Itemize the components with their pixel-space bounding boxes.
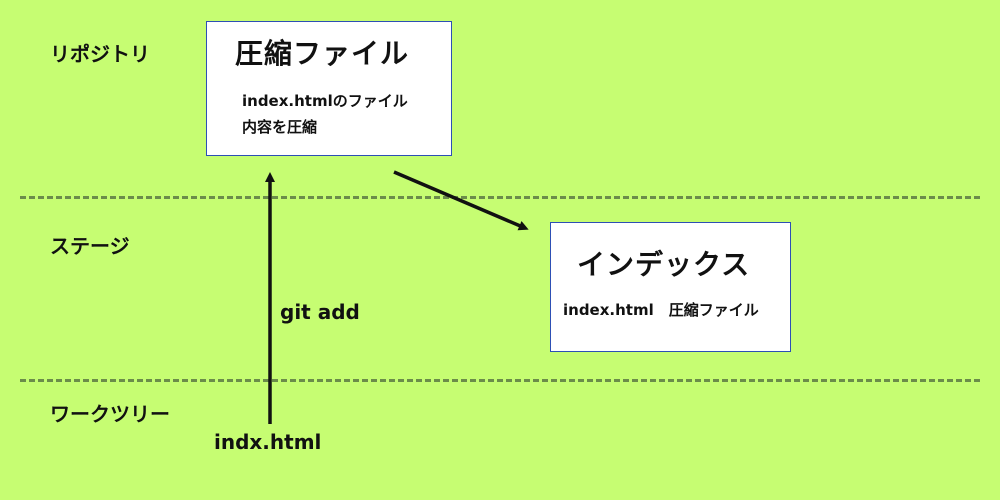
git-add-label: git add [280, 300, 360, 324]
repository-stage-divider [20, 196, 980, 199]
worktree-zone-label: ワークツリー [50, 402, 170, 426]
index-box-entry: index.html 圧縮ファイル [563, 301, 759, 319]
repository-to-index-arrow [393, 170, 529, 231]
repository-zone-label: リポジトリ [50, 42, 150, 66]
index-box: インデックス index.html 圧縮ファイル [550, 222, 791, 352]
worktree-file-label: indx.html [214, 430, 322, 454]
stage-worktree-divider [20, 379, 980, 382]
stage-zone-label: ステージ [50, 234, 130, 258]
repository-box-line-1: index.htmlのファイル [242, 92, 408, 110]
repository-box-line-2: 内容を圧縮 [242, 118, 318, 136]
repository-box-title: 圧縮ファイル [235, 37, 410, 70]
index-box-title: インデックス [577, 248, 751, 281]
repository-box: 圧縮ファイル index.htmlのファイル 内容を圧縮 [206, 21, 452, 156]
